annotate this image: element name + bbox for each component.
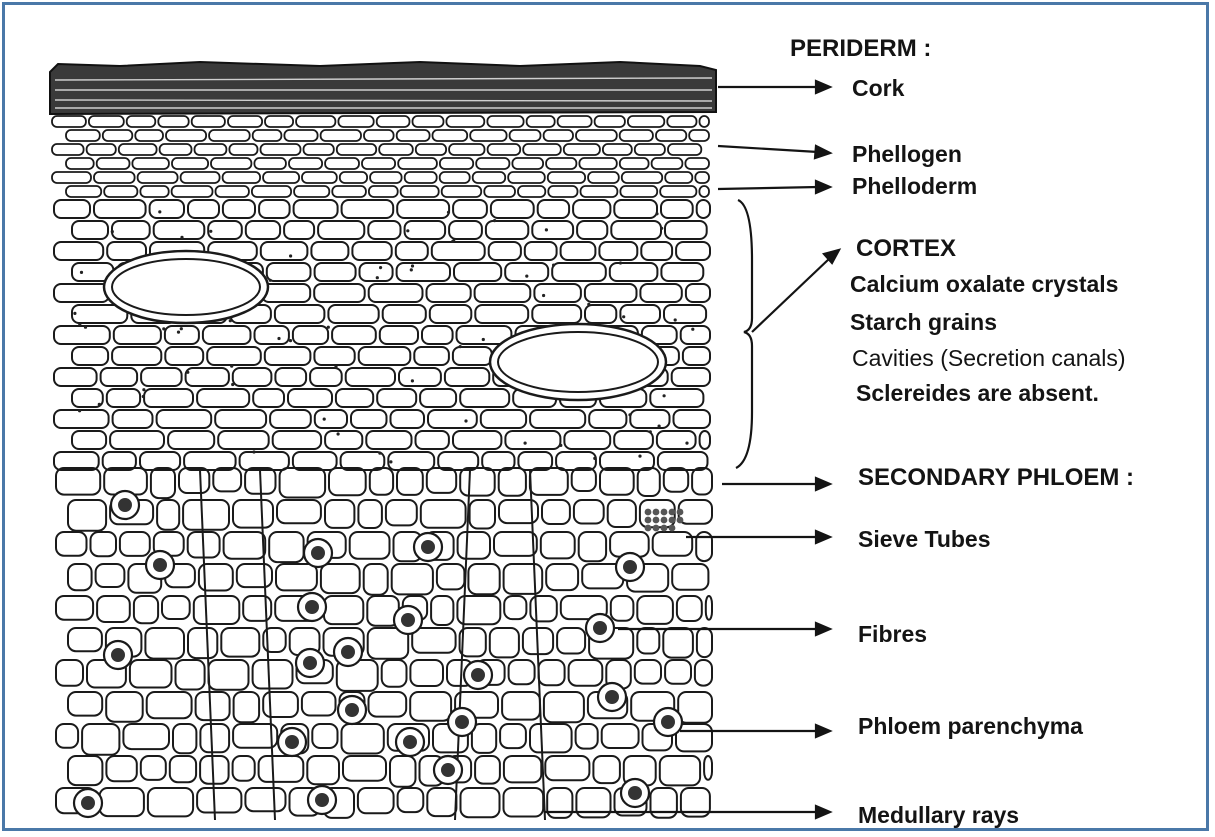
secretion-canal-right: [490, 324, 666, 400]
secondary-phloem-heading: SECONDARY PHLOEM :: [858, 465, 1134, 491]
starch-grains-label: Starch grains: [850, 309, 997, 335]
calcium-oxalate-label: Calcium oxalate crystals: [850, 271, 1118, 297]
fibres-label: Fibres: [858, 621, 927, 647]
cork-label: Cork: [852, 75, 904, 101]
cavities-label: Cavities (Secretion canals): [852, 345, 1126, 371]
sclereides-label: Sclereides are absent.: [856, 380, 1099, 406]
cortex-heading: CORTEX: [856, 236, 956, 262]
sieve-tubes-label: Sieve Tubes: [858, 526, 991, 552]
phloem-parenchyma-label: Phloem parenchyma: [858, 713, 1083, 739]
phelloderm-label: Phelloderm: [852, 173, 977, 199]
phloem-cells: [56, 468, 712, 818]
secretion-canal-left: [104, 251, 268, 323]
periderm-cells: [52, 116, 709, 197]
cork-layer: [50, 62, 716, 114]
phellogen-label: Phellogen: [852, 141, 962, 167]
medullary-rays-label: Medullary rays: [858, 802, 1019, 828]
periderm-heading: PERIDERM :: [790, 36, 931, 62]
